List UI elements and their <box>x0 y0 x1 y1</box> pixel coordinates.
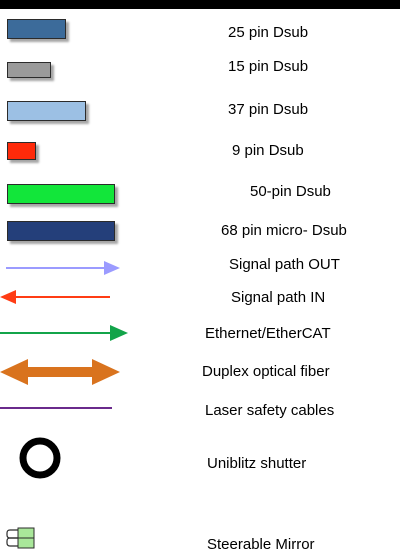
signal-out-label: Signal path OUT <box>229 256 340 273</box>
shutter-ring-icon <box>19 437 61 479</box>
dsub15-swatch <box>7 62 51 78</box>
dsub9-label: 9 pin Dsub <box>232 142 304 159</box>
mirror-label: Steerable Mirror <box>207 536 315 553</box>
steerable-mirror-icon <box>6 527 35 549</box>
laser-cable-line-icon <box>0 407 112 409</box>
signal-in-label: Signal path IN <box>231 289 326 306</box>
signal-in-arrow-icon <box>0 290 110 304</box>
laser-cable-label: Laser safety cables <box>205 402 335 419</box>
optical-fiber-double-arrow-icon <box>0 359 120 385</box>
dsub25-label: 25 pin Dsub <box>228 24 309 41</box>
dsub68-label: 68 pin micro- Dsub <box>221 222 347 239</box>
dsub25-swatch <box>7 19 66 39</box>
ethernet-arrow-icon <box>0 325 128 341</box>
ethernet-label: Ethernet/EtherCAT <box>205 325 331 342</box>
shutter-label: Uniblitz shutter <box>207 455 307 472</box>
top-border <box>0 0 400 9</box>
dsub50-swatch <box>7 184 115 204</box>
signal-out-arrow-icon <box>6 261 120 275</box>
dsub50-label: 50-pin Dsub <box>250 183 331 200</box>
dsub9-swatch <box>7 142 36 160</box>
dsub37-swatch <box>7 101 86 121</box>
dsub37-label: 37 pin Dsub <box>228 101 309 118</box>
optical-fiber-label: Duplex optical fiber <box>202 363 330 380</box>
dsub15-label: 15 pin Dsub <box>228 58 309 75</box>
dsub68-swatch <box>7 221 115 241</box>
